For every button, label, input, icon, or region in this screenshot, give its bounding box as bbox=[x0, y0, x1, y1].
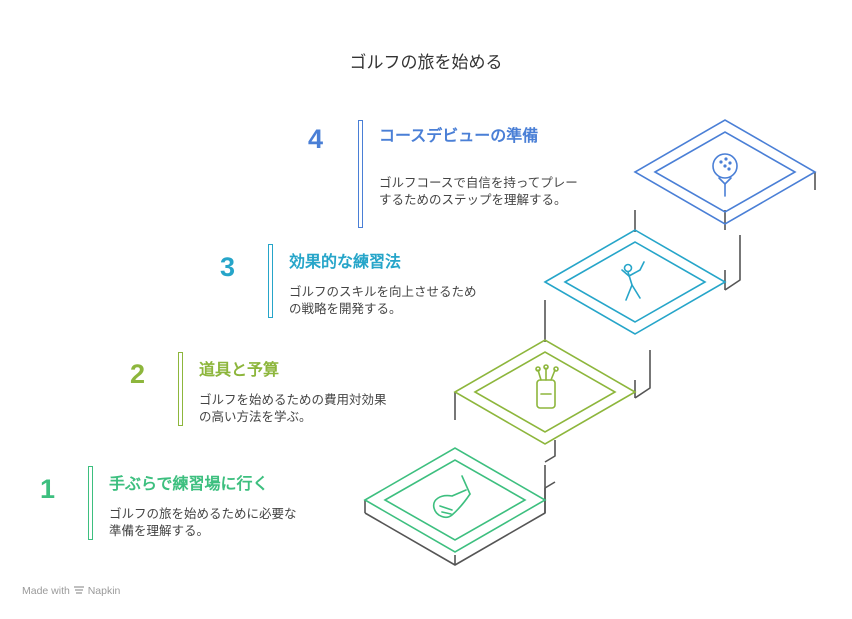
step-1-desc-line-2: 準備を理解する。 bbox=[109, 523, 210, 538]
step-4-desc-line-1: ゴルフコースで自信を持ってプレー bbox=[379, 175, 578, 190]
step-3-desc-line-2: の戦略を開発する。 bbox=[289, 301, 402, 316]
step-4-heading: コースデビューの準備 bbox=[379, 126, 539, 145]
step-3-description: ゴルフのスキルを向上させるため の戦略を開発する。 bbox=[289, 283, 477, 317]
golf-bag-icon bbox=[535, 364, 559, 409]
footer-brand: Napkin bbox=[87, 585, 121, 597]
step-4-description: ゴルフコースで自信を持ってプレー するためのステップを理解する。 bbox=[379, 174, 578, 208]
page-title: ゴルフの旅を始める bbox=[349, 53, 503, 73]
step-4-desc-line-2: するためのステップを理解する。 bbox=[379, 192, 567, 207]
footer-attribution: Made with Napkin bbox=[22, 585, 120, 597]
step-2-desc-line-1: ゴルフを始めるための費用対効果 bbox=[199, 392, 387, 407]
golf-ball-tee-icon bbox=[712, 153, 738, 197]
step-1-platform bbox=[363, 447, 547, 553]
step-2-desc-line-2: の高い方法を学ぶ。 bbox=[199, 409, 312, 424]
step-2-bar bbox=[178, 352, 183, 426]
step-3-bar bbox=[268, 244, 273, 318]
step-2-description: ゴルフを始めるための費用対効果 の高い方法を学ぶ。 bbox=[199, 391, 387, 425]
step-3-desc-line-1: ゴルフのスキルを向上させるため bbox=[289, 284, 477, 299]
step-1-description: ゴルフの旅を始めるために必要な 準備を理解する。 bbox=[109, 505, 297, 539]
step-1-bar bbox=[88, 466, 93, 540]
step-2-number: 2 bbox=[130, 359, 146, 389]
golfer-swing-icon bbox=[621, 261, 645, 301]
step-1-number: 1 bbox=[40, 474, 56, 504]
staircase-outline bbox=[364, 172, 816, 566]
step-3-heading: 効果的な練習法 bbox=[289, 252, 402, 271]
step-4-platform bbox=[633, 119, 817, 225]
step-1-desc-line-1: ゴルフの旅を始めるために必要な bbox=[109, 506, 297, 521]
step-4-number: 4 bbox=[308, 124, 324, 154]
step-1-heading: 手ぶらで練習場に行く bbox=[109, 474, 269, 493]
golf-club-icon bbox=[432, 475, 471, 518]
napkin-logo-icon bbox=[73, 586, 84, 594]
footer-made-with: Made with bbox=[22, 585, 70, 597]
step-4-bar bbox=[358, 120, 363, 228]
step-3-number: 3 bbox=[220, 252, 236, 282]
step-3-platform bbox=[543, 229, 727, 335]
step-2-heading: 道具と予算 bbox=[199, 360, 280, 379]
step-2-platform bbox=[453, 339, 637, 445]
